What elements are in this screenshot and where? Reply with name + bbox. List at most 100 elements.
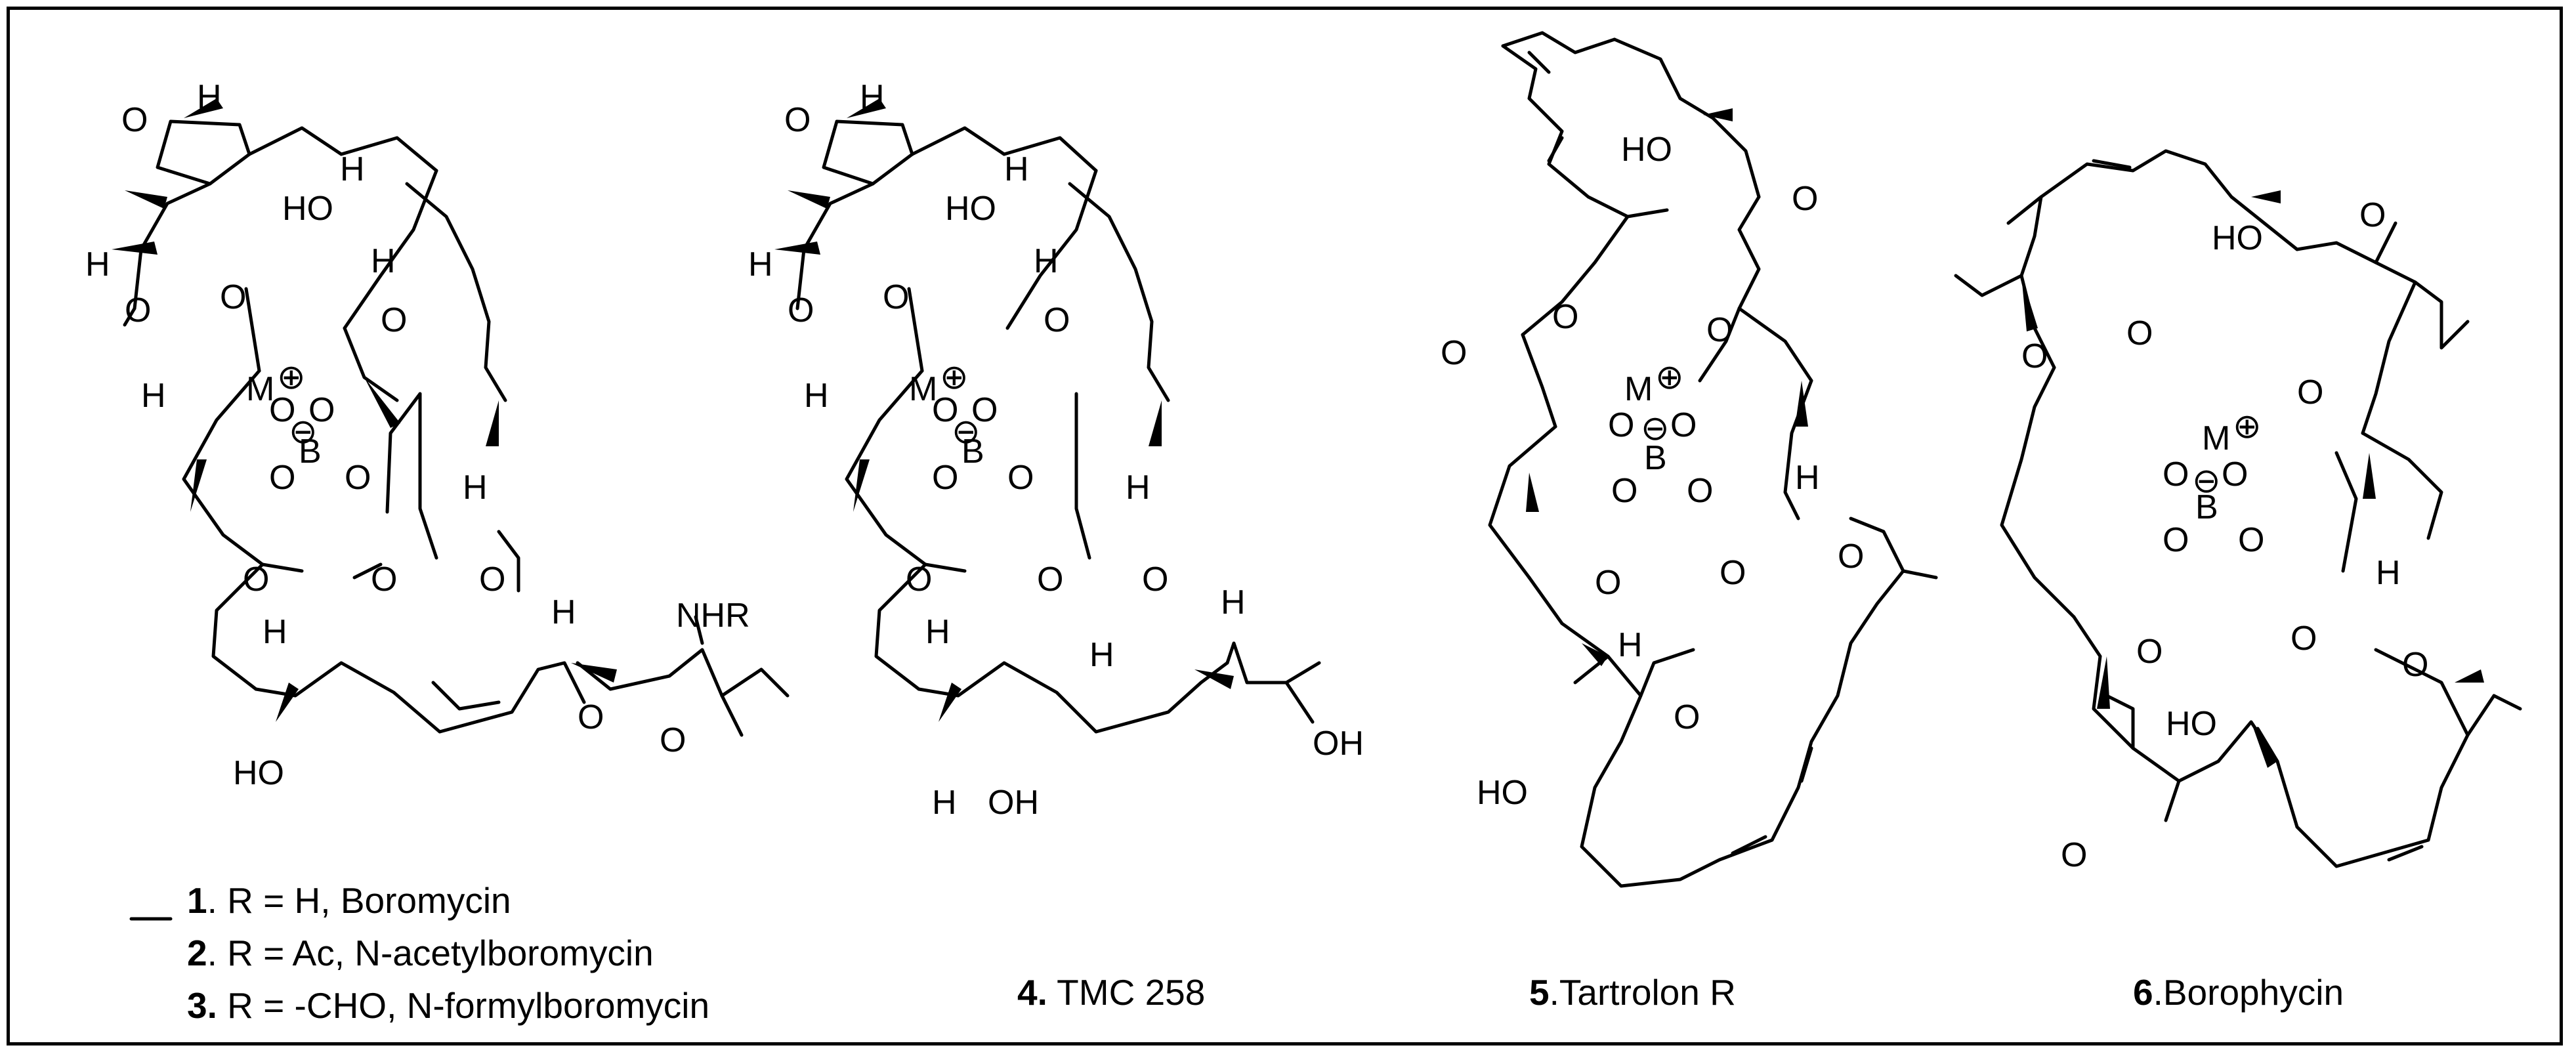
- legend-line-2: 2. R = Ac, N-acetylboromycin: [187, 932, 654, 974]
- legend-text-3: R = -CHO, N-formylboromycin: [217, 985, 710, 1026]
- atom-label: O: [932, 391, 958, 429]
- atom-label: O: [784, 101, 811, 139]
- atom-label: NHR: [676, 597, 750, 635]
- atom-label: O: [1037, 560, 1063, 599]
- atom-label: O: [2297, 373, 2323, 412]
- atom-label: O: [2021, 337, 2048, 375]
- atom-label: O: [2238, 521, 2264, 559]
- legend-text-2: . R = Ac, N-acetylboromycin: [207, 933, 654, 973]
- atom-label: B: [299, 433, 322, 471]
- atom-label: ⊕: [940, 358, 969, 396]
- atom-label: HO: [1477, 774, 1528, 812]
- atom-label: O: [1608, 406, 1634, 444]
- atom-label: H: [197, 78, 222, 116]
- atom-label: ⊖: [1641, 410, 1670, 448]
- structure-6-atom-labels: HO O O O O M ⊕ O ⊖ O B O O H O O O HO O: [2021, 196, 2428, 874]
- legend-line-3: 3. R = -CHO, N-formylboromycin: [187, 984, 709, 1026]
- atom-label: ⊖: [952, 413, 981, 451]
- atom-label: OH: [988, 784, 1039, 822]
- structure-6-bonds: [1954, 149, 2522, 868]
- atom-label: H: [463, 469, 488, 507]
- caption-compound-4: 4. TMC 258: [1017, 971, 1205, 1013]
- atom-label: O: [121, 101, 148, 139]
- atom-label: O: [1792, 180, 1818, 218]
- structure-1-atom-labels: O H H H HO H O O O H M ⊕ O ⊖ O B O O H O…: [85, 78, 750, 792]
- atom-label: O: [1720, 554, 1746, 592]
- atom-label: HO: [945, 190, 996, 228]
- atom-label: O: [2291, 620, 2317, 658]
- atom-label: M: [2202, 419, 2230, 457]
- atom-label: H: [1089, 636, 1114, 674]
- structure-5-atom-labels: HO O O O O M ⊕ O ⊖ O B O O H O O O H O H…: [1441, 131, 1864, 812]
- caption-compound-5: 5.Tartrolon R: [1529, 971, 1736, 1013]
- atom-label: H: [925, 613, 950, 651]
- atom-label: ⊕: [277, 358, 306, 396]
- atom-label: O: [269, 391, 295, 429]
- atom-label: H: [860, 78, 885, 116]
- atom-label: O: [2222, 455, 2248, 494]
- atom-label: O: [1142, 560, 1168, 599]
- atom-label: M: [1624, 370, 1653, 408]
- atom-label: O: [2136, 633, 2163, 671]
- atom-label: O: [1552, 298, 1578, 336]
- atom-label: O: [2163, 521, 2189, 559]
- atom-label: HO: [282, 190, 333, 228]
- caption-text-5: .Tartrolon R: [1549, 972, 1736, 1013]
- caption-compound-6: 6.Borophycin: [2133, 971, 2344, 1013]
- atom-label: O: [269, 459, 295, 497]
- atom-label: H: [1795, 459, 1820, 497]
- legend-line-1: 1. R = H, Boromycin: [187, 879, 511, 921]
- atom-label: H: [1034, 242, 1059, 280]
- structure-4-wedges: [774, 98, 1234, 722]
- atom-label: O: [932, 459, 958, 497]
- structure-1-wedges: [112, 98, 617, 722]
- atom-label: H: [371, 242, 396, 280]
- caption-text-4: TMC 258: [1047, 972, 1206, 1013]
- compound-number-1: 1: [187, 880, 207, 921]
- atom-label: O: [2126, 314, 2153, 352]
- atom-label: O: [220, 278, 246, 316]
- compound-number-2: 2: [187, 933, 207, 973]
- atom-label: O: [883, 278, 909, 316]
- atom-label: O: [125, 291, 151, 329]
- atom-label: H: [748, 245, 773, 284]
- atom-label: O: [2359, 196, 2386, 234]
- compound-number-6: 6: [2133, 972, 2153, 1013]
- atom-label: O: [1595, 564, 1621, 602]
- atom-label: O: [1611, 472, 1637, 510]
- atom-label: H: [141, 377, 166, 415]
- atom-label: H: [340, 150, 365, 188]
- structure-5-wedges: [1526, 108, 1808, 666]
- atom-label: O: [1670, 406, 1697, 444]
- atom-label: H: [263, 613, 287, 651]
- structure-4-atom-labels: O H H H HO H O O O H M ⊕ O ⊖ O B O O H O…: [748, 78, 1364, 822]
- structure-4-bonds: [795, 119, 1321, 734]
- structure-1-bonds: [123, 119, 790, 921]
- atom-label: H: [2376, 554, 2401, 592]
- atom-label: B: [2195, 488, 2218, 526]
- structure-5-bonds: [1488, 31, 1938, 888]
- atom-label: O: [308, 391, 335, 429]
- atom-label: M: [246, 370, 274, 408]
- atom-label: ⊕: [1655, 358, 1684, 396]
- atom-label: HO: [233, 754, 284, 792]
- atom-label: O: [479, 560, 505, 599]
- atom-label: H: [1126, 469, 1151, 507]
- structure-6-wedges: [2021, 190, 2484, 768]
- atom-label: H: [85, 245, 110, 284]
- legend-text-1: . R = H, Boromycin: [207, 880, 511, 921]
- atom-label: ⊕: [2233, 408, 2262, 446]
- atom-label: H: [1004, 150, 1029, 188]
- figure-border: [7, 7, 2563, 1045]
- atom-label: H: [804, 377, 829, 415]
- atom-label: O: [1674, 698, 1700, 736]
- atom-label: M: [909, 370, 937, 408]
- atom-label: OH: [1313, 725, 1364, 763]
- atom-label: O: [1687, 472, 1713, 510]
- atom-label: O: [243, 560, 269, 599]
- atom-label: H: [1221, 583, 1246, 622]
- atom-label: HO: [1621, 131, 1672, 169]
- atom-label: O: [578, 698, 604, 736]
- atom-label: H: [932, 784, 957, 822]
